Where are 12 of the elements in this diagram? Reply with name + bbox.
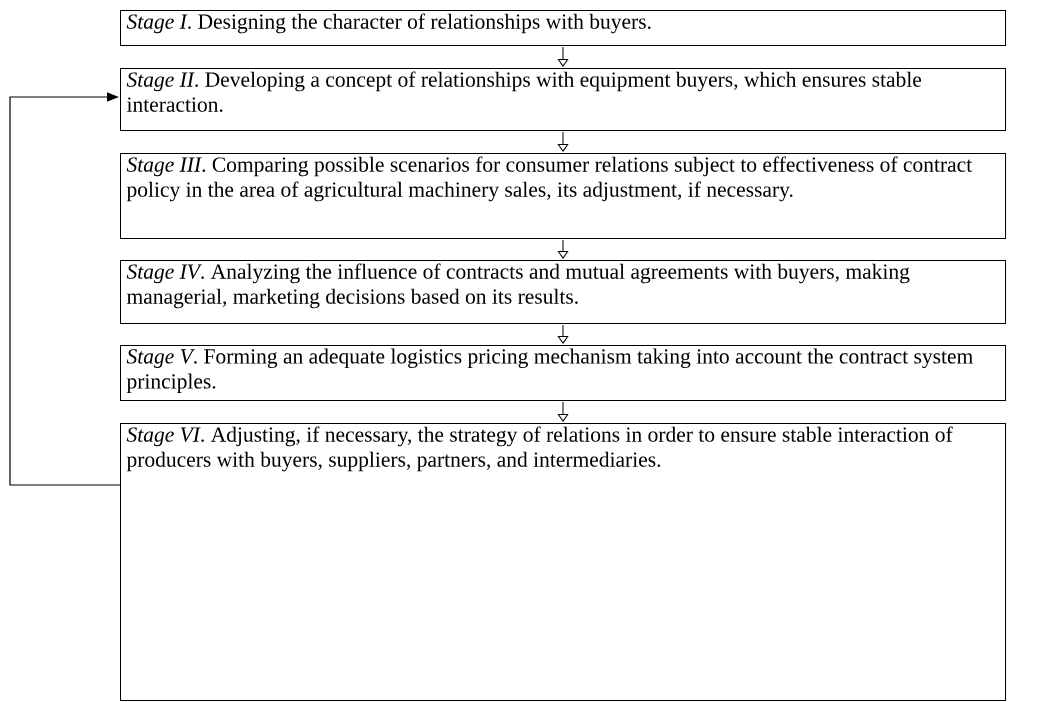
- arrow: [557, 131, 569, 152]
- arrow: [557, 239, 569, 259]
- arrow: [9, 92, 121, 486]
- stage-box: Stage III. Comparing possible scenarios for consumer relations subject to effectiveness of contract policy in the area of agricultural machinery sales, its adjustment, if necessary.: [120, 153, 1006, 239]
- stage-box: Stage II. Developing a concept of relationships with equipment buyers, which ensures stable interaction.: [120, 68, 1006, 131]
- stage-box: Stage IV. Analyzing the influence of contracts and mutual agreements with buyers, making managerial, marketing decisions based on its results.: [120, 260, 1006, 324]
- arrow: [557, 324, 569, 344]
- arrow: [557, 46, 569, 67]
- stage-box: Stage I. Designing the character of relationships with buyers.: [120, 10, 1006, 46]
- arrow: [557, 401, 569, 422]
- stage-box: Stage VI. Adjusting, if necessary, the strategy of relations in order to ensure stable interaction of producers with buyers, suppliers, partners, and intermediaries.: [120, 423, 1006, 701]
- stage-box: Stage V. Forming an adequate logistics pricing mechanism taking into account the contract system principles.: [120, 345, 1006, 401]
